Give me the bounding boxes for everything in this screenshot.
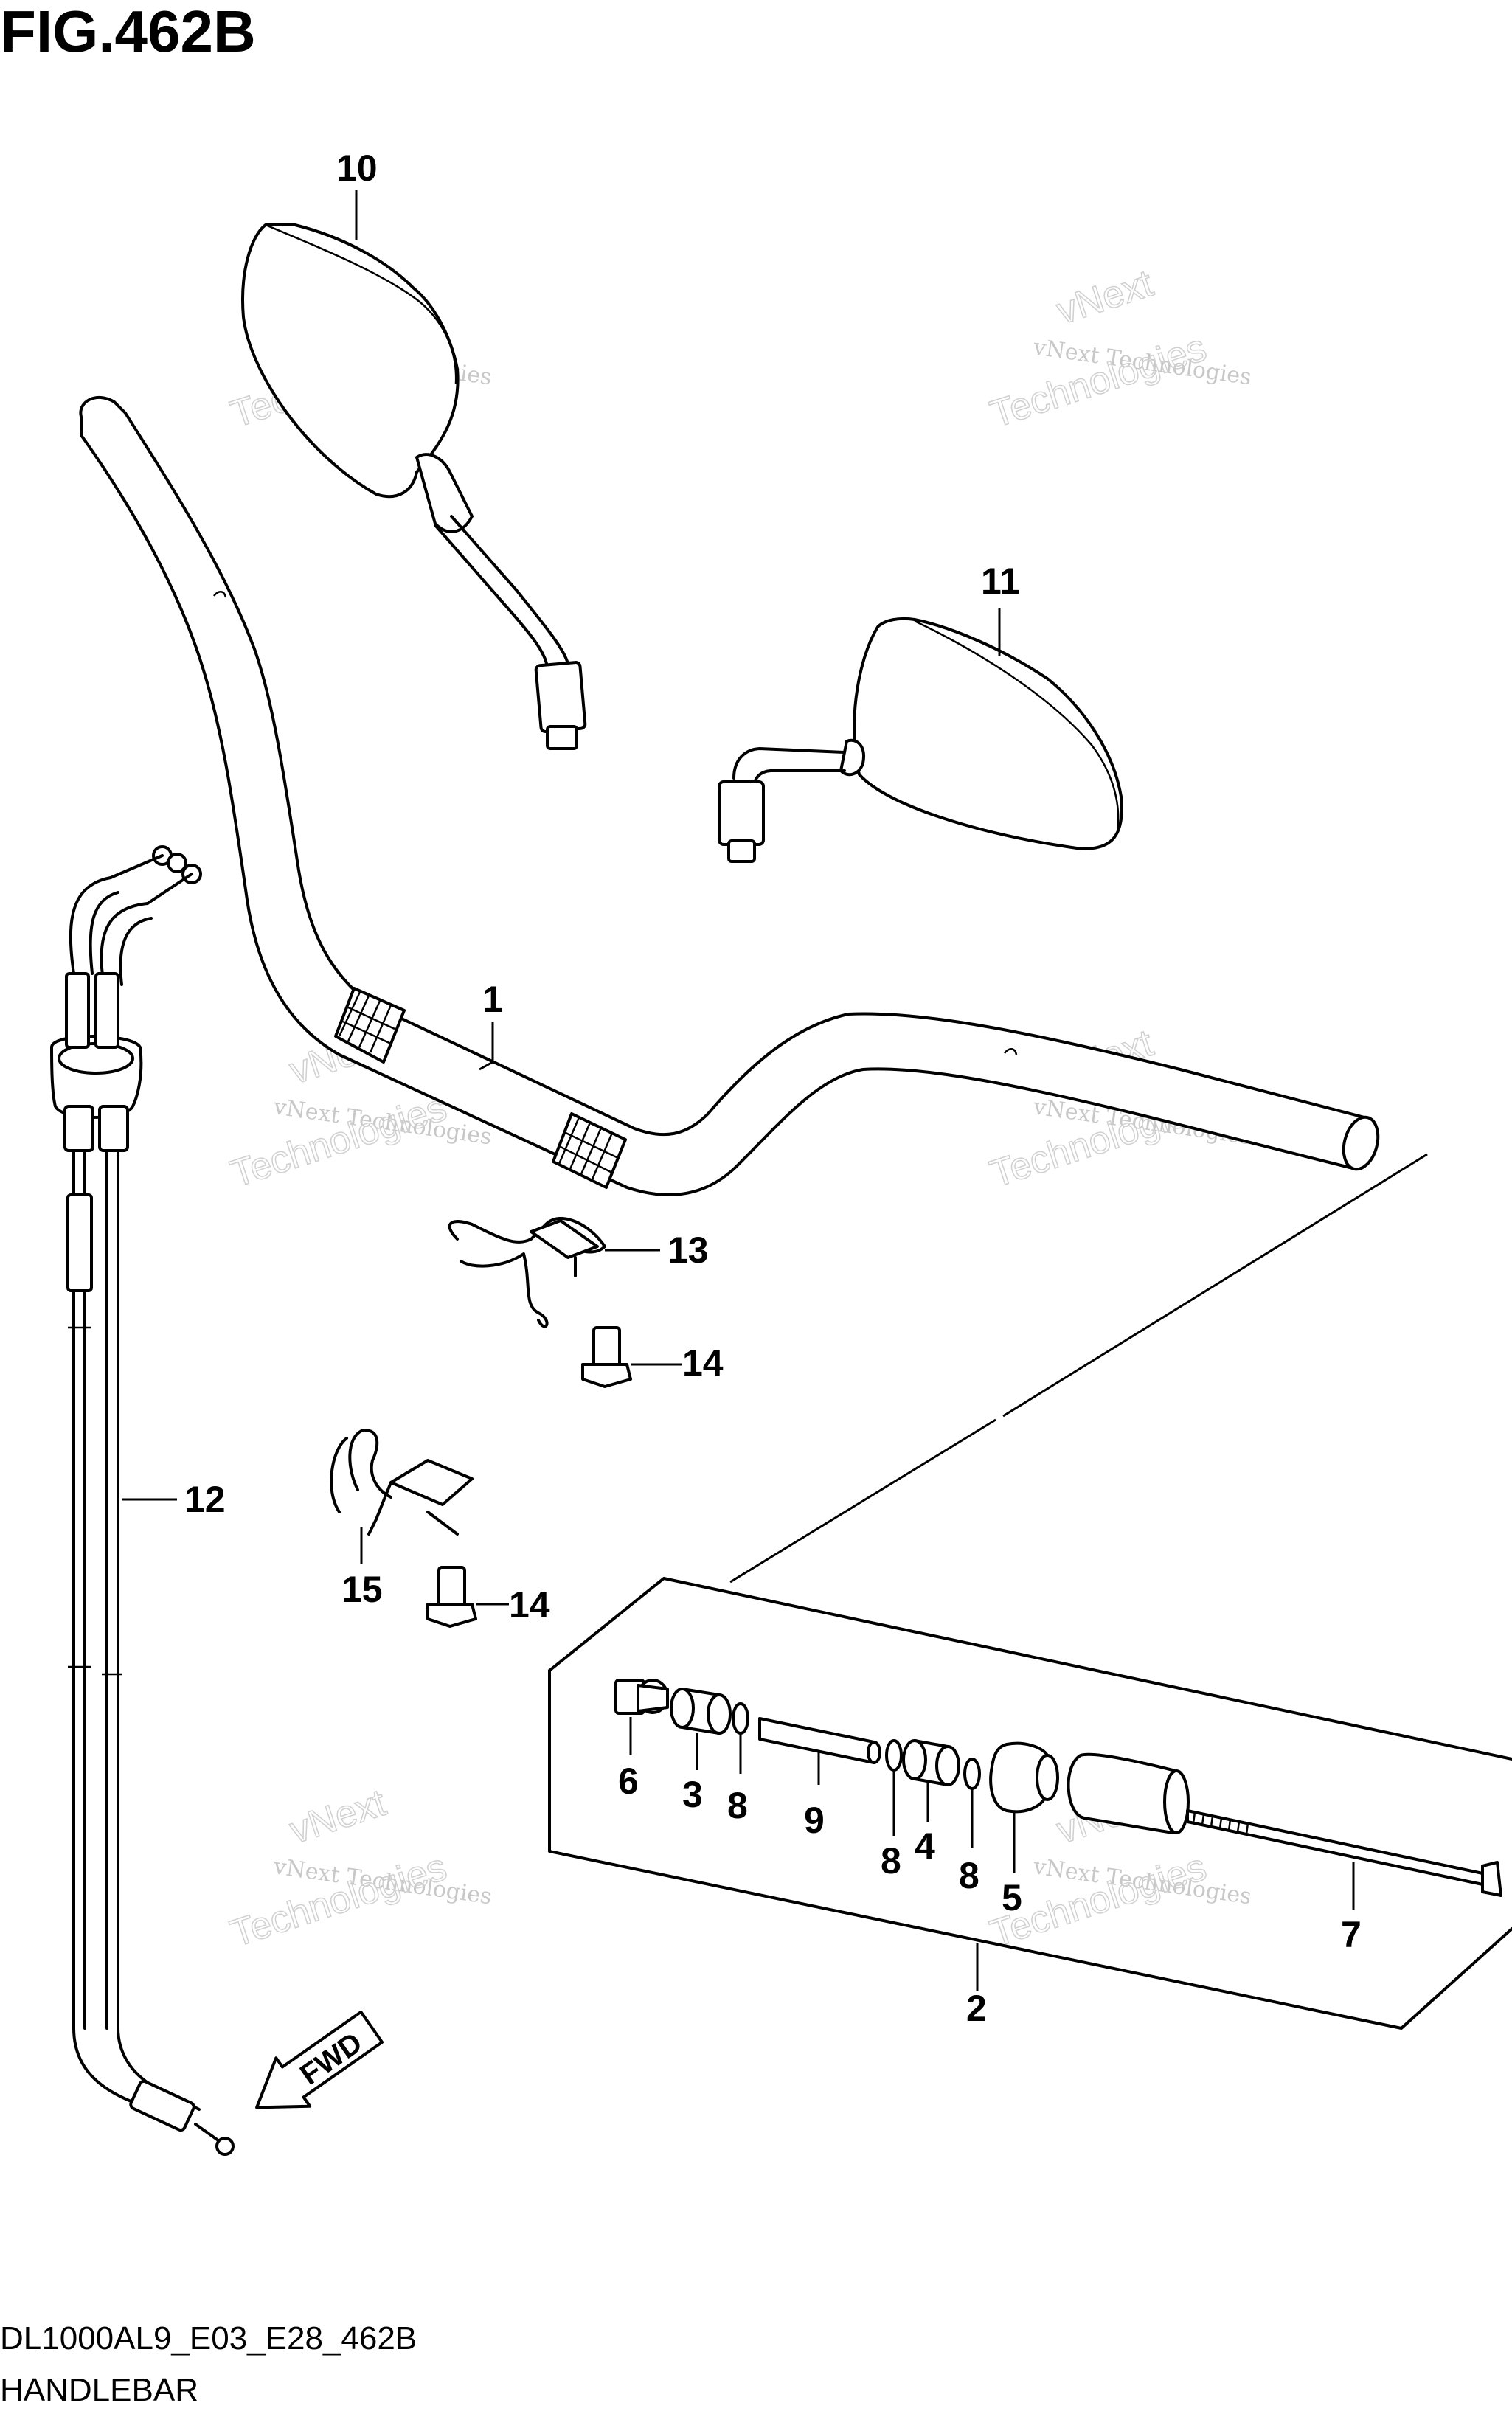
callout-13: 13 bbox=[667, 1229, 709, 1271]
callout-4: 4 bbox=[915, 1825, 935, 1867]
callout-14-upper: 14 bbox=[682, 1342, 724, 1384]
mirror-right bbox=[718, 617, 1123, 863]
callout-5: 6 bbox=[618, 1761, 639, 1802]
callout-11: 11 bbox=[981, 561, 1020, 602]
bar-end-assembly-box bbox=[548, 1577, 1512, 2030]
watermark-bottom-left: vNext vNext Technologies Technologies bbox=[225, 1780, 493, 1956]
callout-10: 10 bbox=[336, 148, 378, 189]
callout-8-c: 8 bbox=[959, 1855, 979, 1896]
part-8-washer-b bbox=[885, 1739, 903, 1772]
callout-9: 9 bbox=[804, 1800, 825, 1841]
watermark-top-right: vNext vNext Technologies Technologies bbox=[985, 261, 1253, 437]
clamp-15 bbox=[330, 1429, 474, 1564]
throttle-cable bbox=[50, 845, 235, 2156]
part-7-bolt bbox=[1186, 1809, 1502, 1897]
grip-ring-right bbox=[552, 1112, 627, 1189]
part-8-washer-a bbox=[732, 1702, 749, 1735]
bolt-14-lower bbox=[426, 1566, 509, 1628]
callout-8-b: 8 bbox=[881, 1840, 901, 1881]
callout-12: 12 bbox=[184, 1479, 226, 1520]
callout-1: 1 bbox=[482, 979, 503, 1020]
grip-ring-left bbox=[334, 987, 406, 1064]
callout-14-lower: 14 bbox=[509, 1584, 550, 1626]
part-9-rod bbox=[758, 1717, 881, 1764]
callout-6: 5 bbox=[1002, 1877, 1022, 1918]
callout-8-a: 8 bbox=[727, 1785, 748, 1826]
handlebar bbox=[79, 396, 1380, 1196]
callout-2: 2 bbox=[966, 1988, 987, 2029]
part-3-collar bbox=[670, 1688, 732, 1735]
watermark-line1: vNext bbox=[1052, 262, 1159, 333]
clamp-13 bbox=[448, 1216, 660, 1328]
callout-15: 15 bbox=[341, 1569, 383, 1610]
figure-title: FIG.462B bbox=[0, 0, 256, 64]
callout-7: 7 bbox=[1341, 1914, 1362, 1955]
bolt-14-upper bbox=[581, 1326, 682, 1388]
part-8-washer-c bbox=[963, 1758, 981, 1790]
part-4-collar bbox=[902, 1739, 960, 1786]
figure-name: HANDLEBAR bbox=[0, 2372, 198, 2408]
figure-code: DL1000AL9_E03_E28_462B bbox=[0, 2320, 417, 2356]
part-6-spacer bbox=[989, 1741, 1059, 1814]
projection-line-lower bbox=[729, 1418, 996, 1584]
leader-1 bbox=[479, 1022, 494, 1071]
projection-line-upper bbox=[1002, 1153, 1428, 1418]
callout-3: 3 bbox=[682, 1774, 703, 1815]
part-5-nut bbox=[614, 1679, 669, 1715]
watermark-line1: vNext bbox=[285, 1781, 392, 1852]
forward-direction-arrow: FWD bbox=[255, 2010, 384, 2109]
mirror-left bbox=[241, 223, 587, 750]
part-bar-end-weight bbox=[1067, 1752, 1190, 1834]
